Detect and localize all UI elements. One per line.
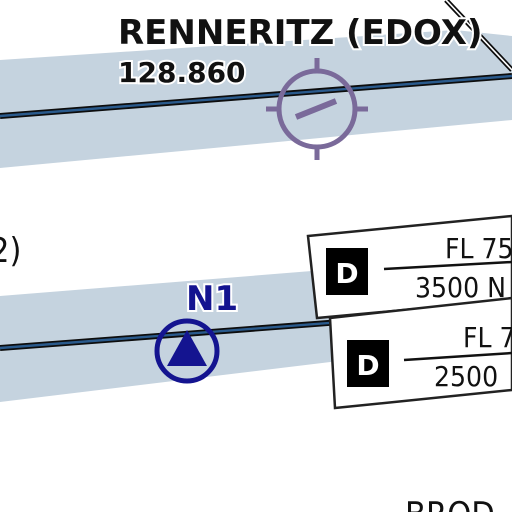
airspace-divider-1	[383, 260, 512, 271]
airfield-symbol-icon	[266, 58, 368, 160]
partial-label-bottom: BROD	[405, 495, 495, 512]
filled-triangle-in-circle-icon	[154, 318, 220, 384]
airfield-frequency: 128.860	[118, 56, 246, 89]
airspace-lower-limit-2: 2500	[434, 360, 498, 393]
airspace-class-badge-2	[347, 340, 389, 387]
airspace-divider-2	[403, 351, 512, 362]
airspace-box-2: D FL 7 2500	[328, 296, 512, 410]
airspace-upper-limit-2: FL 7	[463, 321, 512, 354]
airfield-name: RENNERITZ (EDOX)	[118, 13, 483, 53]
airspace-class-letter-1: D	[335, 257, 358, 290]
airspace-box-1: D FL 75 3500 N	[306, 214, 512, 320]
airspace-class-letter-2: D	[356, 349, 379, 382]
route-line-corner	[444, 0, 512, 72]
airspace-upper-limit-1: FL 75	[445, 232, 512, 265]
route-line-upper	[0, 73, 512, 119]
airspace-class-badge-1	[326, 248, 368, 295]
reporting-point-name: N1	[186, 279, 238, 319]
partial-label-left: 2)	[0, 231, 21, 271]
airspace-lower-limit-1: 3500 N	[415, 271, 506, 304]
